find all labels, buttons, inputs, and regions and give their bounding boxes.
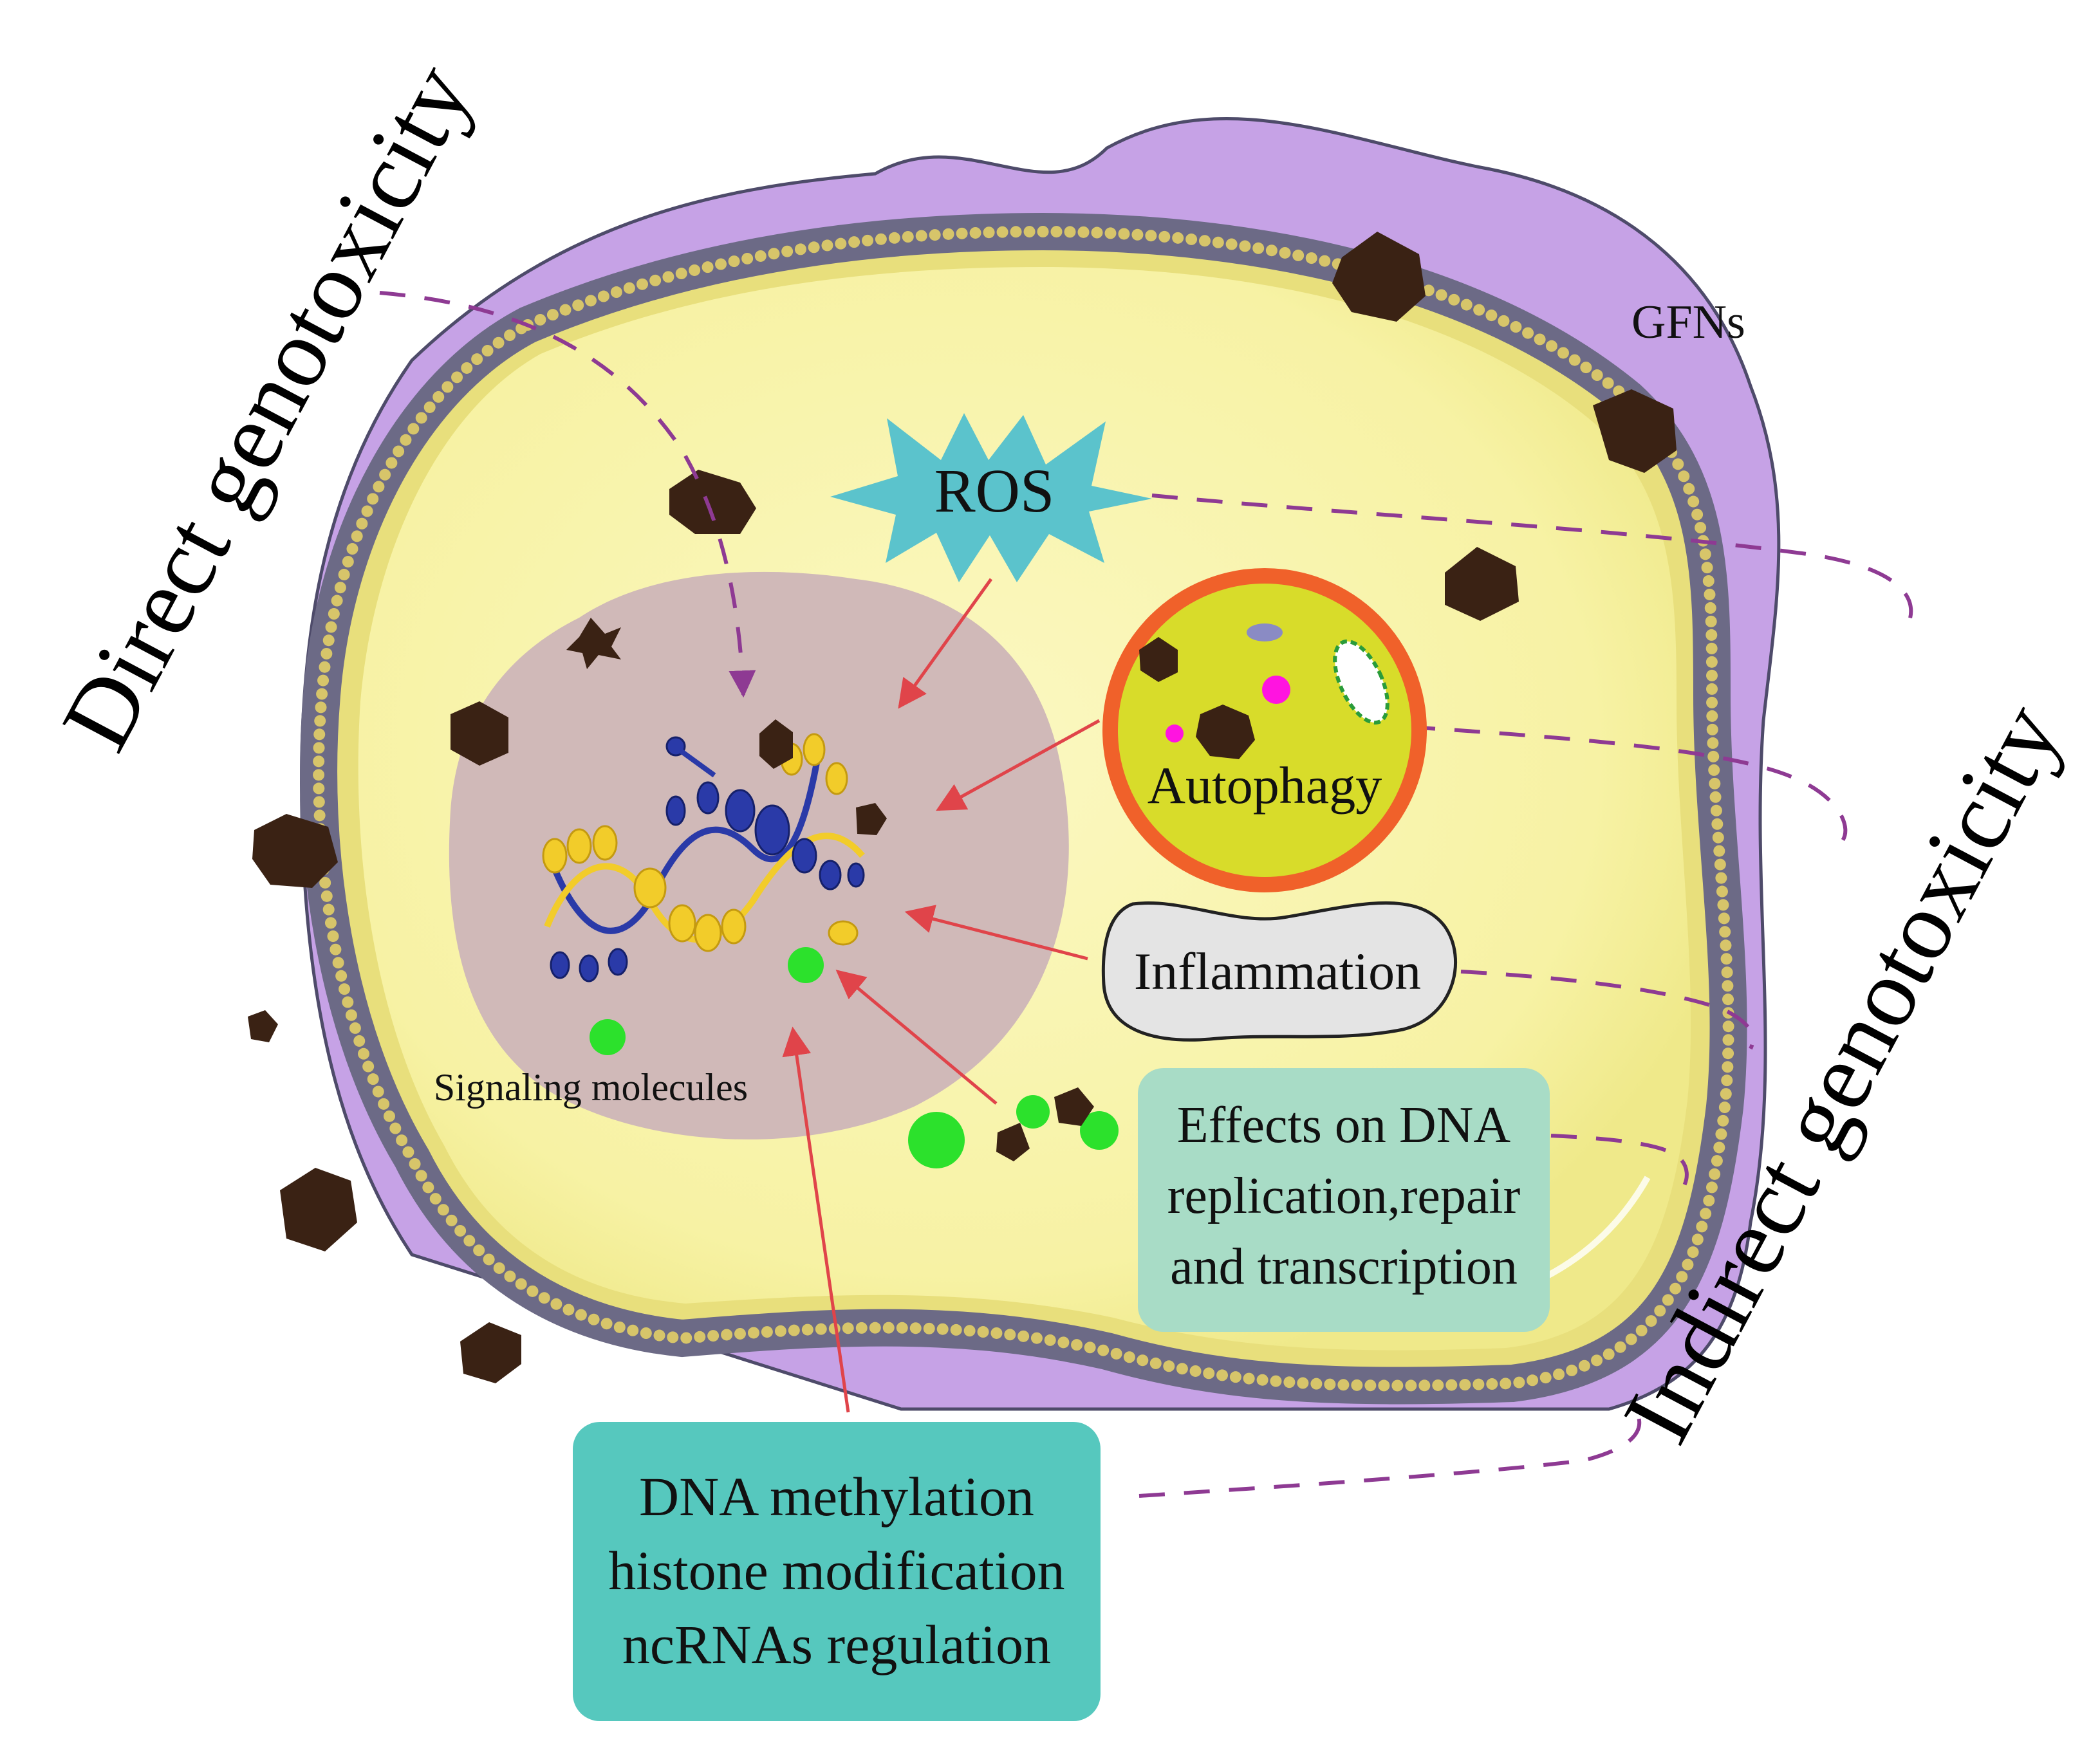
signal-molecule: [590, 1019, 626, 1055]
gfn-particle: [1593, 389, 1677, 473]
effects-arrow: [835, 970, 998, 1105]
epigenetic-box: [573, 1422, 1101, 1721]
gfn-particle: [856, 803, 887, 835]
autophagy-connector-line: [1409, 725, 1848, 845]
inflammation-shape: [1101, 901, 1458, 1042]
gfn-particle: [566, 618, 621, 669]
inflammation-connector-line: [1460, 970, 1755, 1050]
gfn-particle: [252, 814, 338, 888]
signal-molecule: [1016, 1095, 1050, 1129]
gfn-particle: [996, 1123, 1030, 1161]
gfn-particle: [460, 1322, 521, 1383]
inflammation-arrow: [904, 905, 1088, 961]
gfn-particle: [1332, 232, 1426, 322]
gfn-particle: [669, 470, 756, 534]
gfn-particle: [1054, 1087, 1094, 1126]
epigenetic-arrow-a: [782, 1026, 850, 1413]
autophagy-vesicle: [1102, 568, 1427, 892]
vesicle-magenta-dot: [1262, 676, 1290, 704]
autophagy-arrow: [936, 719, 1101, 811]
vesicle-magenta-dot: [1166, 724, 1184, 742]
gfn-particle: [451, 701, 508, 766]
effects-line-3: and transcription: [1170, 1239, 1518, 1295]
dashed-connectors: [379, 291, 1913, 1498]
signal-molecule: [1080, 1111, 1119, 1150]
direct-genotoxicity-line: [379, 291, 756, 698]
epigenetic-line-2: histone modification: [608, 1540, 1064, 1601]
gfns-label: GFNs: [1631, 296, 1745, 349]
ros-arrow: [898, 578, 993, 709]
epigenetic-line-3: ncRNAs regulation: [622, 1614, 1051, 1675]
gfn-particles: [248, 232, 1677, 1383]
epigenetic-line-1: DNA methylation: [639, 1466, 1034, 1527]
effects-line-1: Effects on DNA: [1177, 1097, 1511, 1154]
vesicle-gfn-particle: [1139, 637, 1178, 682]
vesicle-mitochondrion: [1333, 639, 1389, 725]
autophagy-label: Autophagy: [1148, 756, 1382, 815]
effects-connector-line: [1550, 1134, 1689, 1199]
gfn-particle: [759, 719, 793, 769]
ros-connector-line: [1151, 493, 1913, 632]
effects-line-2: replication,repair: [1167, 1168, 1521, 1224]
signal-molecule: [788, 947, 824, 983]
gfn-particle: [248, 1010, 278, 1042]
vesicle-organelle: [1247, 623, 1283, 641]
red-arrows: [782, 578, 1101, 1413]
vesicle-gfn-particle: [1196, 705, 1255, 759]
effects-box: [1138, 1068, 1550, 1332]
dna-helix: [542, 733, 865, 982]
ros-label: ROS: [934, 456, 1055, 525]
inflammation-label: Inflammation: [1134, 942, 1421, 1001]
epigenetic-connector-line: [1138, 1408, 1642, 1498]
gfn-particle: [280, 1168, 357, 1251]
ros-burst: [830, 413, 1152, 582]
signal-molecule: [908, 1112, 965, 1168]
signaling-molecules-label: Signaling molecules: [434, 1066, 748, 1109]
gfn-particle: [1445, 547, 1519, 621]
